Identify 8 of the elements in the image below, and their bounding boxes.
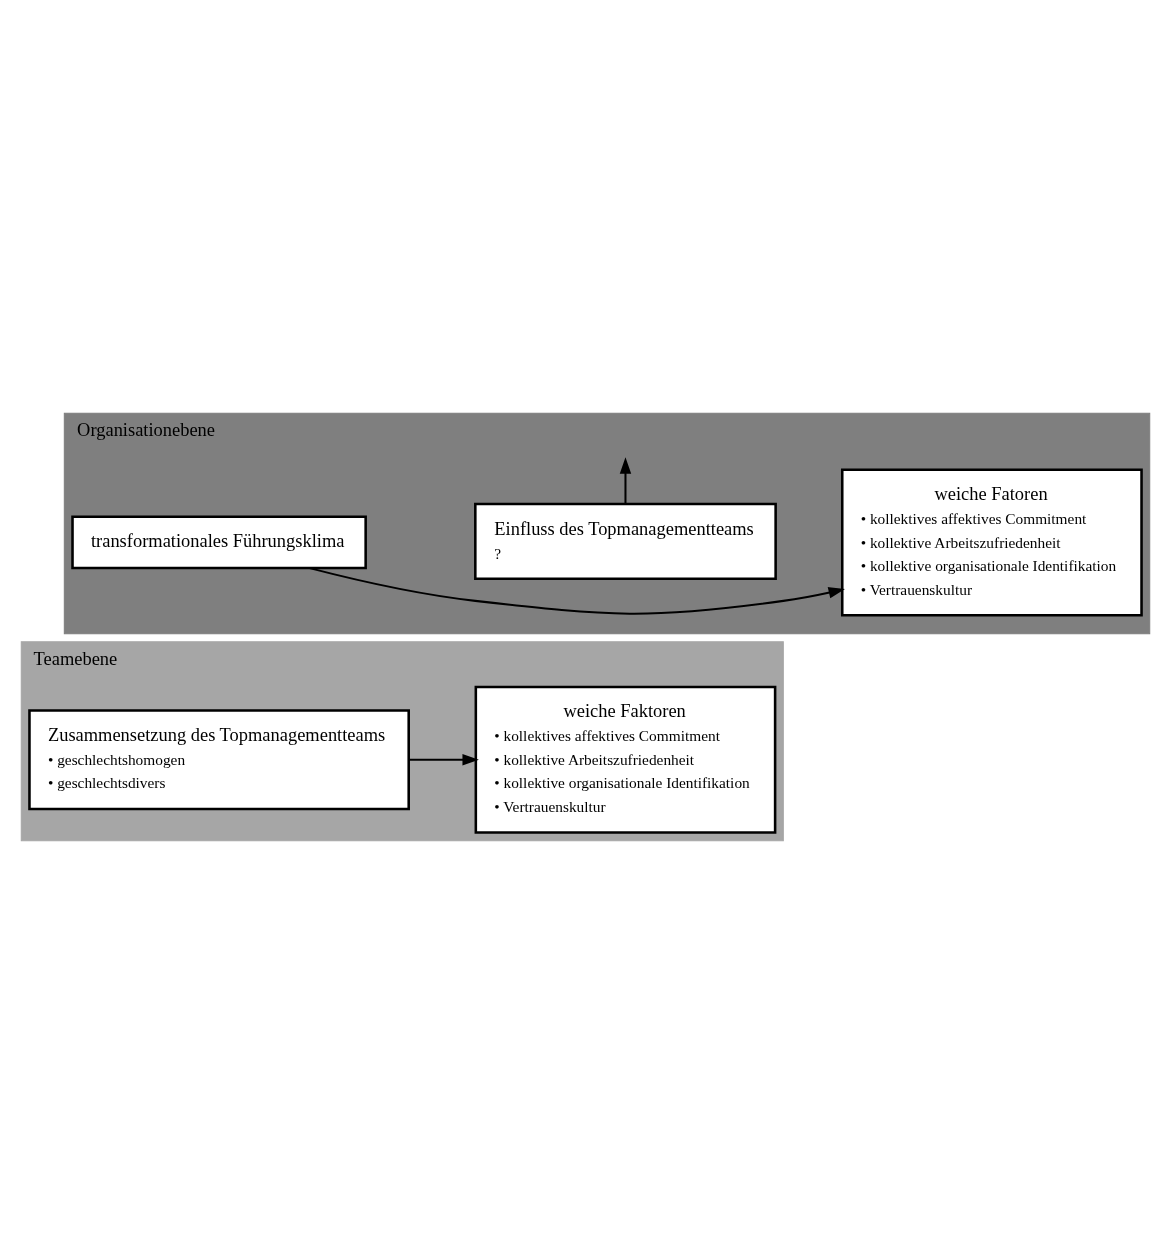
node-box: Zusammensetzung des Topmanagementteams • geschlechtshomogen • geschlechtsdivers (28, 709, 410, 811)
node-box: Einfluss des Topmanagementteams ? (474, 502, 777, 581)
node-box: transformationales Führungsklima (71, 515, 367, 570)
arrow (619, 457, 632, 504)
arrow (408, 754, 479, 766)
node-box: weiche Faktoren • kollektives affektives Commitment • kollektive Arbeitszufriedenheit • kollektive organisationale Identifikation • Vertrauenskultur (474, 685, 777, 834)
arrow (309, 567, 845, 615)
node-box: weiche Fatoren • kollektives affektives Commitment • kollektive Arbeitszufriedenheit • kollektive organisationale Identifikation • Vertrauenskultur (840, 468, 1143, 617)
